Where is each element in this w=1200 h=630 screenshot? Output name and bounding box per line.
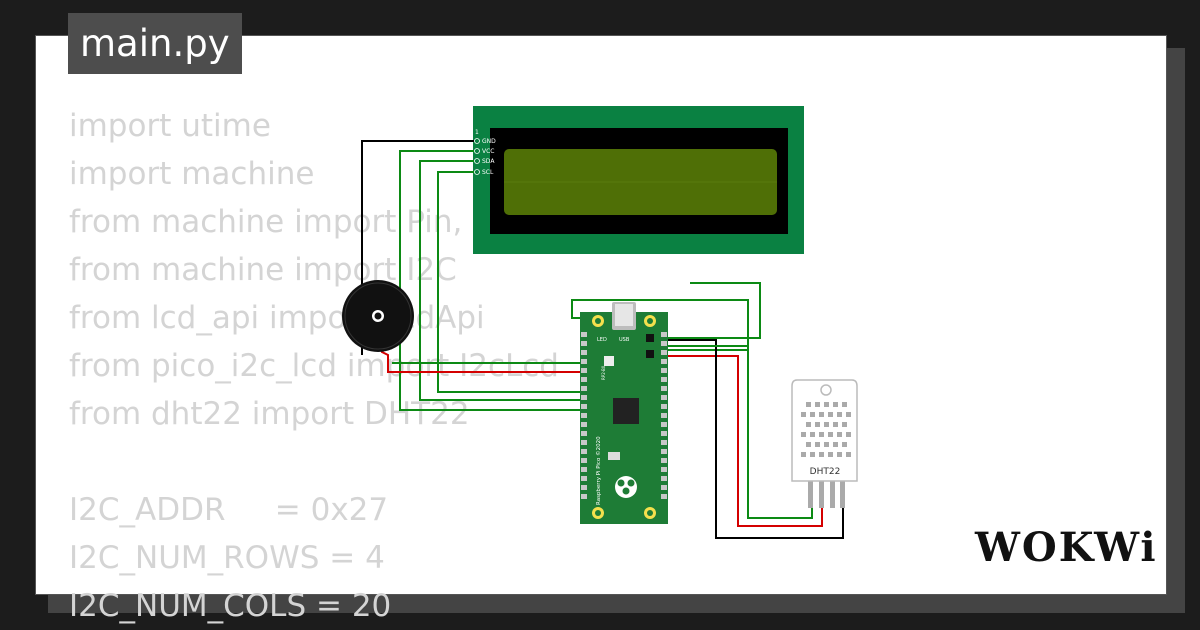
raspberry-pi-pico-board[interactable]: LED USB Raspberry Pi Pico ©2020 RP2-B0 [580,302,668,524]
sensor-label: DHT22 [810,467,841,477]
lcd-pin-vcc: VCC [482,148,494,155]
buzzer[interactable] [342,280,414,352]
code-line: import machine [69,156,315,192]
rp2040-chip [613,398,639,424]
lcd-display[interactable]: 1 GND VCC SDA SCL [473,106,804,254]
code-line: from pico_i2c_lcd import I2cLcd [69,348,559,384]
wire-sensor-vcc [660,355,823,527]
code-line: I2C_NUM_ROWS = 4 [69,540,385,576]
code-line: import utime [69,108,271,144]
code-line: from dht22 import DHT22 [69,396,470,432]
wire-sda [419,160,588,401]
wire-gnd [361,140,474,355]
wire-buzzer-signal [381,330,588,373]
pin-header-left [581,332,587,499]
code-line: from machine import Pin, P [69,204,491,240]
wire-loop [571,299,749,351]
pico-led-label: LED [597,337,607,343]
pico-chip-text: RP2-B0 [601,365,606,380]
pico-usb-label: USB [619,337,630,343]
lcd-pin-marker: 1 [475,129,479,136]
wire-lcd-power [660,282,761,339]
lcd-pin-sda: SDA [482,158,495,165]
bootsel-part [646,334,654,342]
code-preview: import utime import machine from machine i… [69,102,559,630]
raspberry-logo-icon [615,476,637,498]
wire-vcc [399,150,588,411]
lcd-pin-scl: SCL [482,169,494,176]
pin-header-right [661,332,667,499]
dht22-sensor[interactable]: DHT22 [791,379,858,508]
wokwi-logo: WOKWi [975,524,1158,571]
sensor-vent-grid [801,402,851,457]
wire-scl [437,171,588,393]
code-line: from machine import I2C [69,252,457,288]
lcd-pin-gnd: GND [482,138,496,145]
wire-sensor-data [660,345,813,519]
pico-side-text: Raspberry Pi Pico ©2020 [595,436,602,505]
code-line: I2C_NUM_COLS = 20 [69,588,392,624]
code-line: I2C_ADDR = 0x27 [69,492,389,528]
wires [361,140,844,539]
bootsel-button [604,356,614,366]
file-tab-main-py[interactable]: main.py [68,13,242,74]
wire-sensor-gnd [662,339,844,539]
